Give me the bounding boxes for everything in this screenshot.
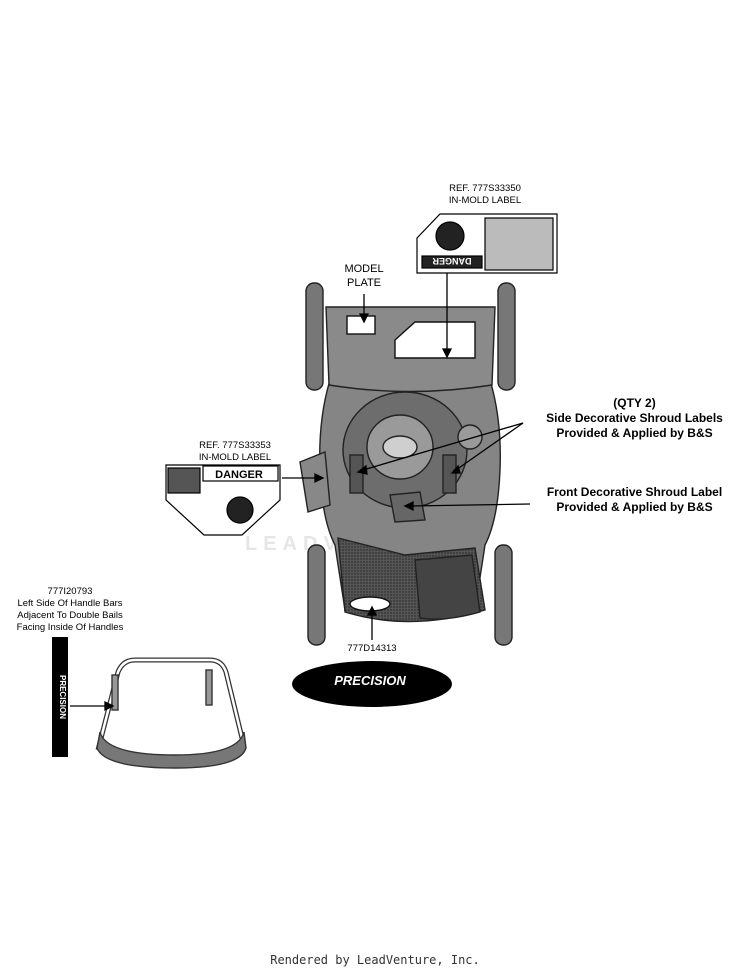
side-shroud-label-right: [442, 454, 457, 494]
front-shroud-line-1: Front Decorative Shroud Label: [546, 485, 723, 499]
leader-lines: [70, 273, 531, 712]
ref-top-number: REF. 777S33350: [449, 183, 521, 194]
danger-label-top: [416, 213, 558, 274]
front-right-wheel: [494, 544, 513, 646]
danger-text-left: DANGER: [215, 469, 263, 481]
model-plate-line-1: MODEL: [344, 263, 384, 275]
side-shroud-callout: (QTY 2) Side Decorative Shroud Labels Pr…: [527, 396, 742, 441]
handle-strip-sticker: [52, 637, 68, 757]
precision-part-label: 777D14313: [322, 643, 422, 655]
handle-line-3: Adjacent To Double Bails: [17, 610, 123, 621]
danger-text-top: DANGER: [432, 256, 472, 266]
chute-label-outline: [394, 321, 476, 359]
ref-top-label: REF. 777S33350 IN-MOLD LABEL: [430, 183, 540, 207]
footer-credit: Rendered by LeadVenture, Inc.: [270, 953, 480, 967]
side-shroud-label-left: [349, 454, 364, 494]
handle-label: 777I20793 Left Side Of Handle Bars Adjac…: [0, 586, 140, 634]
ref-left-label: REF. 777S33353 IN-MOLD LABEL: [180, 440, 290, 464]
model-plate-line-2: PLATE: [346, 277, 382, 289]
front-left-wheel: [307, 544, 326, 646]
precision-part-number: 777D14313: [347, 643, 397, 654]
deck-precision-oval: [349, 596, 391, 612]
handle-bar: [95, 657, 247, 769]
engine-cap: [382, 435, 418, 459]
rear-right-wheel: [497, 282, 516, 391]
ref-left-number: REF. 777S33353: [199, 440, 271, 451]
handle-line-4: Facing Inside Of Handles: [16, 622, 124, 633]
model-plate: [346, 315, 376, 335]
danger-label-left: [165, 464, 281, 536]
handle-line-2: Left Side Of Handle Bars: [17, 598, 123, 609]
ref-top-desc: IN-MOLD LABEL: [448, 195, 522, 206]
lawn-mower: [299, 282, 516, 646]
handle-part-number: 777I20793: [47, 586, 93, 597]
front-cover-panel: [414, 554, 481, 620]
oil-cap: [457, 424, 483, 450]
front-shroud-callout: Front Decorative Shroud Label Provided &…: [527, 485, 742, 515]
model-plate-label: MODEL PLATE: [332, 262, 396, 290]
side-shroud-line-1: Side Decorative Shroud Labels: [546, 411, 723, 425]
qty-text: (QTY 2): [613, 396, 656, 410]
rear-left-wheel: [305, 282, 324, 391]
front-shroud-line-2: Provided & Applied by B&S: [556, 500, 713, 514]
handle-strip-text: PRECISION: [58, 675, 67, 719]
side-shroud-line-2: Provided & Applied by B&S: [556, 426, 713, 440]
precision-sticker: [292, 661, 452, 707]
ref-left-desc: IN-MOLD LABEL: [198, 452, 272, 463]
precision-sticker-text: PRECISION: [334, 673, 406, 688]
